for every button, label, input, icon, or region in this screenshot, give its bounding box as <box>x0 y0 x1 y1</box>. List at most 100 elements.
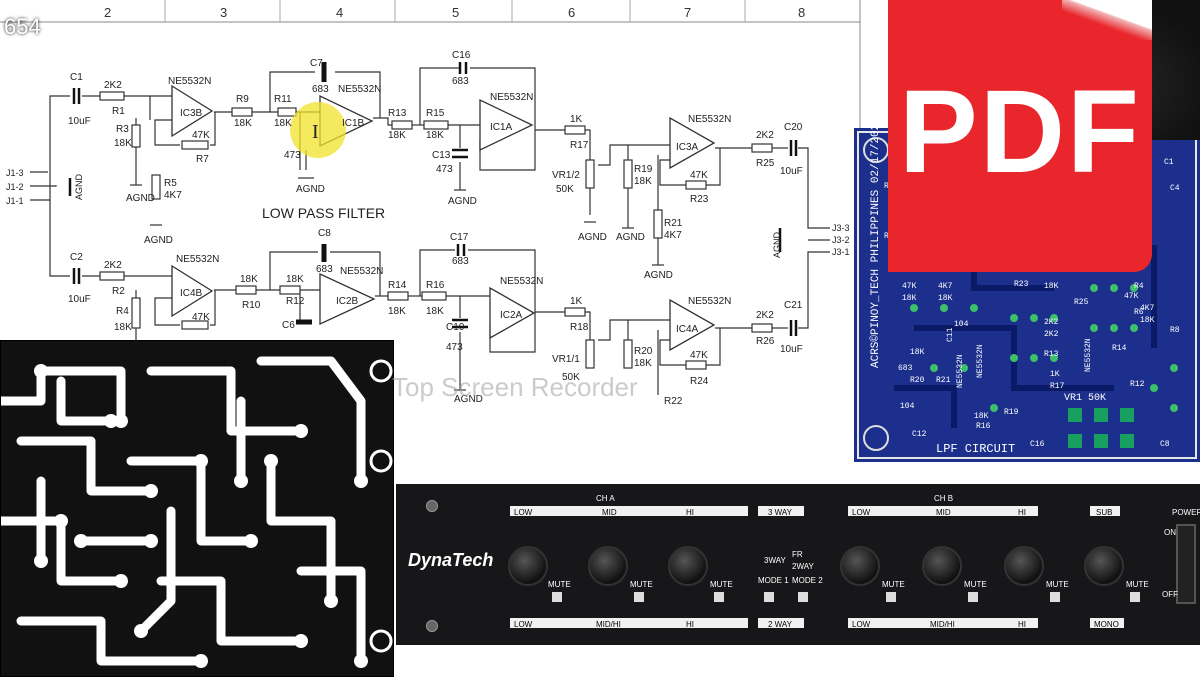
mute-label: MUTE <box>630 580 653 589</box>
column-label: 8 <box>798 5 805 20</box>
label-r18: R18 <box>570 322 589 333</box>
pcb-label: C4 <box>1170 184 1180 193</box>
band-label: HI <box>1018 620 1026 629</box>
schematic-svg: 2 3 4 5 6 7 8 <box>0 0 861 440</box>
label-r26-val: 2K2 <box>756 310 774 321</box>
mode-label: 2 WAY <box>768 620 793 629</box>
jack-in-label: J1-3 <box>6 168 24 178</box>
label-c16: C16 <box>452 50 471 61</box>
label-r8-val: 47K <box>192 312 210 323</box>
pcb-trace-artwork <box>0 340 394 677</box>
label-c8: C8 <box>318 228 331 239</box>
jack-out-label: J3-1 <box>832 247 850 257</box>
label-r16-val: 18K <box>426 306 444 317</box>
label-r22: R22 <box>664 396 683 407</box>
label-r24: R24 <box>690 376 709 387</box>
band-label: MID/HI <box>930 620 955 629</box>
pcb-label: 47K <box>1124 292 1139 301</box>
pcb-label: 18K <box>902 294 917 303</box>
label-r3: R3 <box>116 124 129 135</box>
label-ic1b: IC1B <box>342 118 365 129</box>
ch-b-mid-mute-button[interactable] <box>968 592 978 602</box>
pcb-label: R4 <box>1134 282 1144 291</box>
frame-number: 654 <box>4 14 41 39</box>
label-ic3a: IC3A <box>676 142 699 153</box>
band-label: LOW <box>514 620 533 629</box>
label-r25: R25 <box>756 158 775 169</box>
label-r5: R5 <box>164 178 177 189</box>
ch-a-hi-knob[interactable] <box>668 546 708 586</box>
mode-bottom-strip <box>758 618 804 628</box>
label-ic3a-type: NE5532N <box>688 114 731 125</box>
pcb-label: 47K <box>902 282 917 291</box>
label-c10-val: 473 <box>446 342 463 353</box>
label-r13: R13 <box>388 108 407 119</box>
ch-a-label: CH A <box>596 494 615 503</box>
mute-label: MUTE <box>1126 580 1149 589</box>
label-r16: R16 <box>426 280 445 291</box>
pdf-label: PDF <box>899 66 1141 198</box>
ch-b-mid-knob[interactable] <box>922 546 962 586</box>
label-r17: R17 <box>570 140 589 151</box>
label-r11-val: 18K <box>274 118 292 129</box>
brand-logo: DynaTech <box>408 550 494 570</box>
mode-2-button[interactable] <box>798 592 808 602</box>
ch-b-hi-mute-button[interactable] <box>1050 592 1060 602</box>
label-r2: R2 <box>112 286 125 297</box>
label-r24-val: 47K <box>690 350 708 361</box>
label-r12-val: 18K <box>286 274 304 285</box>
label-c7: C7 <box>310 58 323 69</box>
label-c3-val: 473 <box>284 150 301 161</box>
mode-1-button[interactable] <box>764 592 774 602</box>
pcb-label: 18K <box>938 294 953 303</box>
label-r11: R11 <box>274 94 292 105</box>
label-ic3b: IC3B <box>180 108 203 119</box>
label-r9-val: 18K <box>234 118 252 129</box>
ch-a-mid-knob[interactable] <box>588 546 628 586</box>
crossover-front-panel: DynaTech CH A LOW MID HI 3 WAY CH B LOW … <box>396 484 1200 645</box>
column-label: 2 <box>104 5 111 20</box>
label-r15-val: 18K <box>426 130 444 141</box>
pcb-label: 4K7 <box>938 282 953 291</box>
band-label: LOW <box>852 508 871 517</box>
label-ic4b: IC4B <box>180 288 203 299</box>
ch-a-hi-mute-button[interactable] <box>714 592 724 602</box>
ch-a-low-mute-button[interactable] <box>552 592 562 602</box>
label-c17: C17 <box>450 232 469 243</box>
wires-bottom <box>49 200 830 395</box>
mode-option: 2WAY <box>792 562 814 571</box>
pcb-label: R25 <box>1074 298 1089 307</box>
pcb-label: 2K2 <box>1044 330 1059 339</box>
label-c13-val: 473 <box>436 164 453 175</box>
pcb-label: C1 <box>1164 158 1174 167</box>
sub-mute-button[interactable] <box>1130 592 1140 602</box>
sub-knob[interactable] <box>1084 546 1124 586</box>
label-ic3b-type: NE5532N <box>168 76 211 87</box>
label-r3-val: 18K <box>114 138 132 149</box>
ch-b-low-mute-button[interactable] <box>886 592 896 602</box>
pcb-vr-label: VR1 50K <box>1064 393 1106 404</box>
pcb-label: R17 <box>1050 382 1065 391</box>
pcb-label: NE5532N <box>956 354 965 388</box>
sub-top-strip <box>1090 506 1120 516</box>
label-r5-val: 4K7 <box>164 190 182 201</box>
label-ic2b: IC2B <box>336 296 359 307</box>
mode-option: FR <box>792 550 803 559</box>
ch-b-label: CH B <box>934 494 954 503</box>
power-switch[interactable] <box>1176 524 1196 604</box>
pcb-label: C16 <box>1030 440 1045 449</box>
ch-a-low-knob[interactable] <box>508 546 548 586</box>
label-c10: C10 <box>446 322 465 333</box>
ch-b-bottom-strip <box>848 618 1038 628</box>
sub-label: SUB <box>1096 508 1113 517</box>
label-ic4a: IC4A <box>676 324 699 335</box>
label-agnd: AGND <box>454 394 483 405</box>
label-c21: C21 <box>784 300 803 311</box>
ch-b-low-knob[interactable] <box>840 546 880 586</box>
label-r19: R19 <box>634 164 653 175</box>
ch-a-mid-mute-button[interactable] <box>634 592 644 602</box>
ch-b-hi-knob[interactable] <box>1004 546 1044 586</box>
label-r10-val: 18K <box>240 274 258 285</box>
pcb-label: R13 <box>1044 350 1059 359</box>
pdf-badge[interactable]: PDF <box>888 0 1152 272</box>
